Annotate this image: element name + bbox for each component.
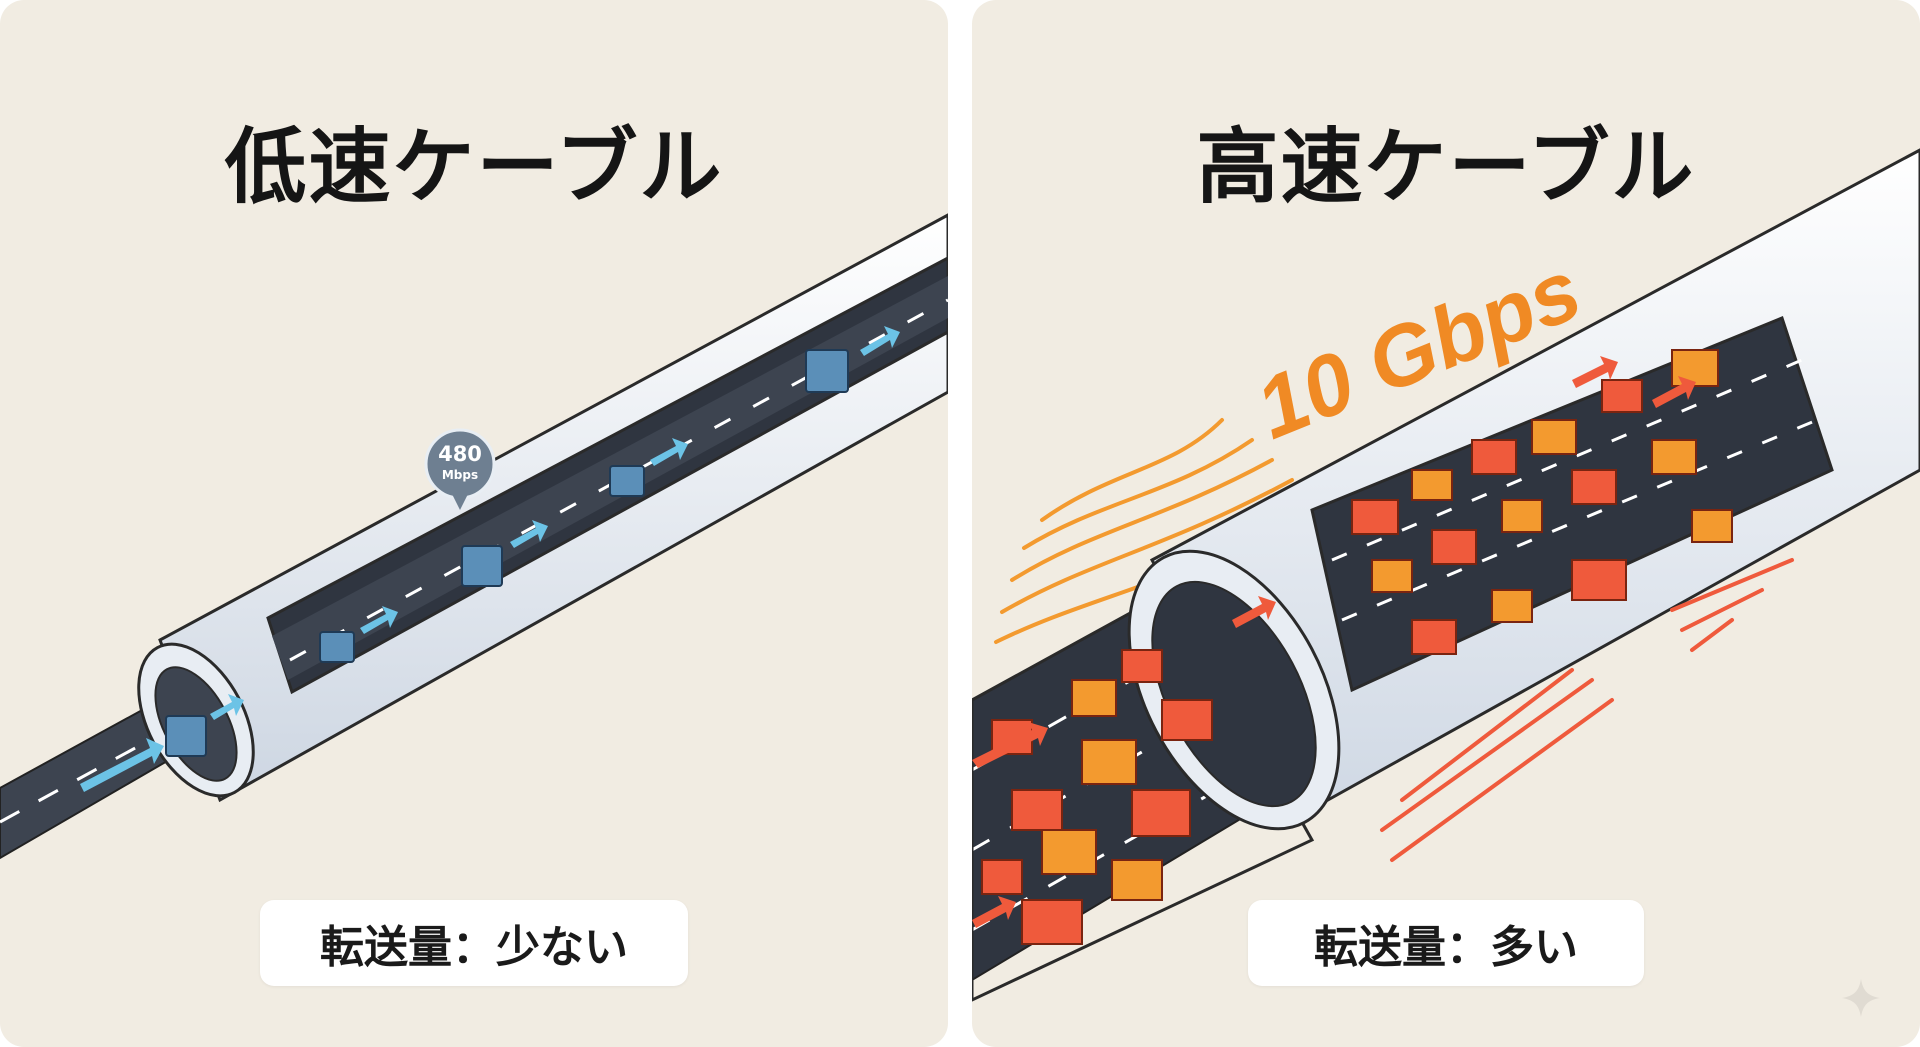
slow-packet — [609, 465, 645, 497]
fast-arrow — [972, 356, 1696, 928]
slow-arrow — [80, 326, 900, 792]
speed-badge-unit: Mbps — [441, 468, 479, 482]
fast-transfer-caption: 転送量：多い — [1248, 900, 1644, 986]
fast-cable-illustration: 10 Gbps — [972, 148, 1920, 1002]
speed-badge-bg — [424, 428, 496, 510]
slow-cable-panel: 480 Mbps 低速ケーブル 転送量：少ない — [0, 0, 948, 1047]
fast-cable-title: 高速ケーブル — [1196, 120, 1696, 215]
speed-badge-value: 480 — [438, 442, 482, 466]
trailing-streak-arrows — [1380, 558, 1794, 862]
slow-cable-title: 低速ケーブル — [224, 120, 724, 215]
slow-cable-illustration — [0, 213, 948, 860]
slow-packet — [461, 545, 503, 587]
slow-packet — [805, 349, 849, 393]
slow-transfer-caption: 転送量：少ない — [260, 900, 688, 986]
fast-packets-window — [1351, 349, 1733, 655]
fast-cable-panel: 10 Gbps 高速ケーブル 転送量：多い — [972, 0, 1920, 1047]
slow-packet — [165, 715, 207, 757]
slow-packet — [319, 631, 355, 663]
sparkle-icon — [1842, 979, 1880, 1017]
fast-packets-road — [981, 649, 1213, 945]
